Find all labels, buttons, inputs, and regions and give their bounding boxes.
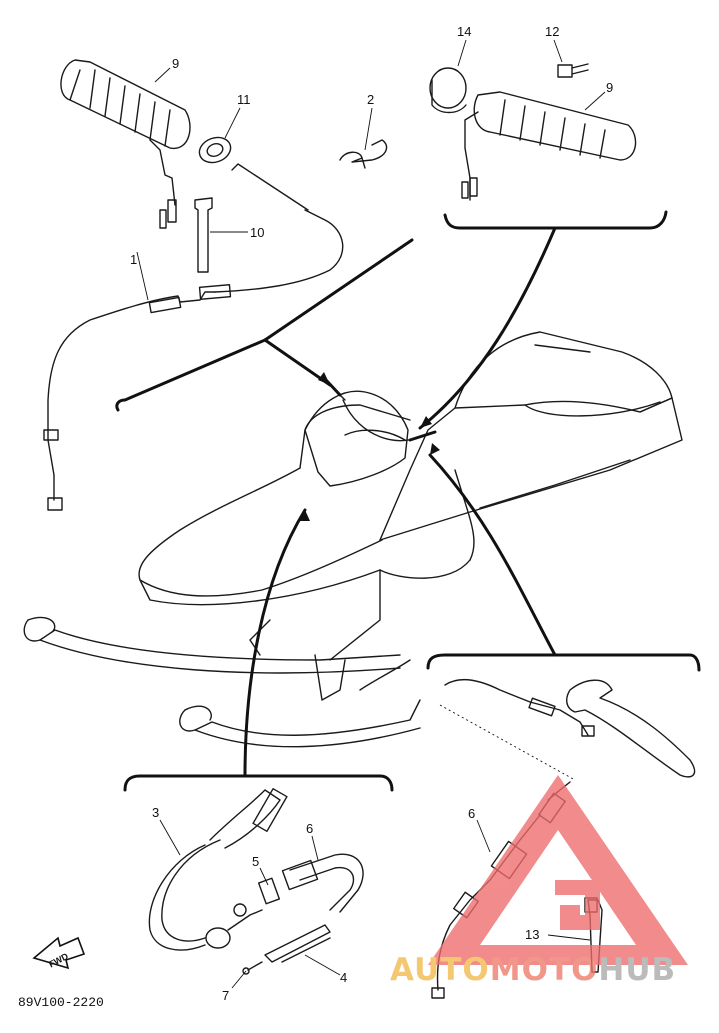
watermark: AUTOMOTOHUB <box>390 775 688 988</box>
part-choke-cable <box>148 787 288 951</box>
part-sleeve <box>264 924 331 963</box>
callout-6-right: 6 <box>468 806 475 821</box>
part-fuel-hose <box>281 853 364 913</box>
watermark-logo-icon <box>428 775 688 965</box>
watermark-logo-mark <box>555 880 600 930</box>
watermark-text-part3: HUB <box>598 952 676 988</box>
callout-9-left: 9 <box>172 56 179 71</box>
watermark-text-part1: AUTO <box>390 952 490 988</box>
part-right-grip <box>461 91 637 201</box>
detail-pointers <box>115 210 701 792</box>
part-plunger <box>233 877 281 917</box>
fwd-arrow: FWD <box>32 936 86 970</box>
part-collar <box>198 136 232 164</box>
part-band <box>194 197 213 273</box>
part-brake-lever <box>566 679 696 778</box>
callout-13: 13 <box>525 927 539 942</box>
callout-3: 3 <box>152 805 159 820</box>
part-clip <box>339 139 388 169</box>
callout-9-right: 9 <box>606 80 613 95</box>
callout-labels: 1 2 3 4 5 6 7 9 10 11 6 9 12 13 14 <box>130 24 613 1003</box>
callout-2: 2 <box>367 92 374 107</box>
diagram-reference-code: 89V100-2220 <box>18 995 104 1010</box>
callout-10: 10 <box>250 225 264 240</box>
part-throttle-cable <box>43 163 344 511</box>
callout-12: 12 <box>545 24 559 39</box>
part-left-grip <box>60 59 191 229</box>
callout-11: 11 <box>237 92 251 107</box>
callout-6: 6 <box>306 821 313 836</box>
callout-4: 4 <box>340 970 347 985</box>
part-brake-cable <box>444 678 595 737</box>
watermark-text: AUTOMOTOHUB <box>390 952 676 988</box>
callout-1: 1 <box>130 252 137 267</box>
callout-5: 5 <box>252 854 259 869</box>
part-screw <box>557 63 589 78</box>
part-cap <box>429 67 467 114</box>
callout-14: 14 <box>457 24 471 39</box>
watermark-text-part2: MOTO <box>490 952 599 988</box>
snowmobile-body <box>23 331 683 748</box>
callout-7: 7 <box>222 988 229 1003</box>
part-small-pin <box>242 961 263 975</box>
